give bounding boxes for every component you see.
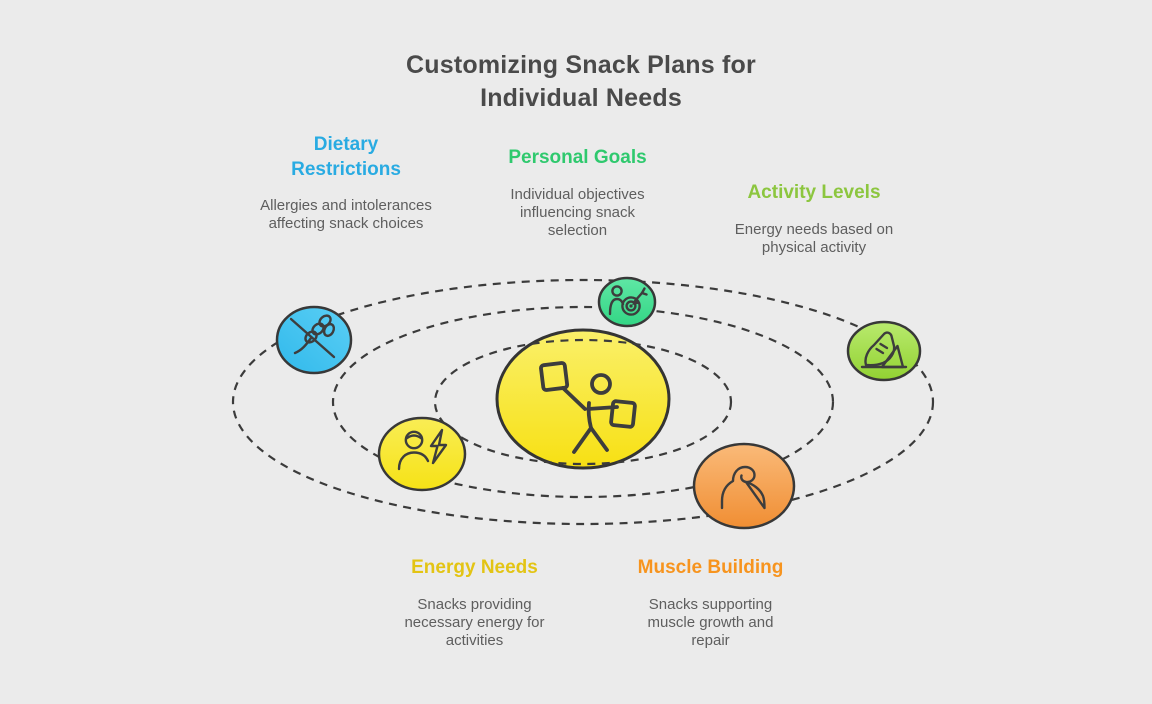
page-title: Customizing Snack Plans for Individual N… (406, 51, 756, 112)
factor-description: Individual objectives influencing snack … (510, 185, 645, 239)
activity-levels-node (846, 320, 922, 382)
muscle-building-node (692, 442, 796, 530)
center-node (495, 328, 671, 470)
muscle-arm-icon (720, 465, 766, 510)
factor-panel-personal-goals: Personal Goals Individual objectives inf… (490, 146, 665, 240)
factor-description: Snacks supporting muscle growth and repa… (647, 595, 774, 649)
dietary-restrictions-node (275, 305, 353, 375)
factor-label: Activity Levels (747, 182, 881, 203)
personal-goals-node (597, 276, 657, 328)
person-carrying-snacks-icon (539, 361, 637, 454)
gluten-free-icon (289, 314, 336, 359)
factor-description: Snacks providing necessary energy for ac… (404, 595, 545, 649)
factor-panel-dietary-restrictions: Dietary Restrictions Allergies and intol… (256, 133, 436, 233)
goal-target-icon (608, 285, 648, 316)
orbit-inner (433, 338, 733, 466)
factor-description: Allergies and intolerances affecting sna… (260, 197, 432, 233)
orbit-middle (331, 305, 835, 499)
factor-label: Dietary Restrictions (291, 134, 401, 180)
factor-panel-activity-levels: Activity Levels Energy needs based on ph… (714, 181, 914, 257)
factor-label: Personal Goals (508, 147, 647, 168)
running-shoe-icon (860, 331, 908, 369)
energy-needs-node (377, 416, 467, 492)
factor-label: Muscle Building (637, 557, 784, 578)
factor-description: Energy needs based on physical activity (734, 220, 894, 256)
person-energy-icon (397, 428, 448, 471)
factor-panel-muscle-building: Muscle Building Snacks supporting muscle… (628, 556, 793, 650)
factor-label: Energy Needs (411, 557, 538, 578)
orbit-outer (231, 278, 935, 526)
factor-panel-energy-needs: Energy Needs Snacks providing necessary … (387, 556, 562, 650)
